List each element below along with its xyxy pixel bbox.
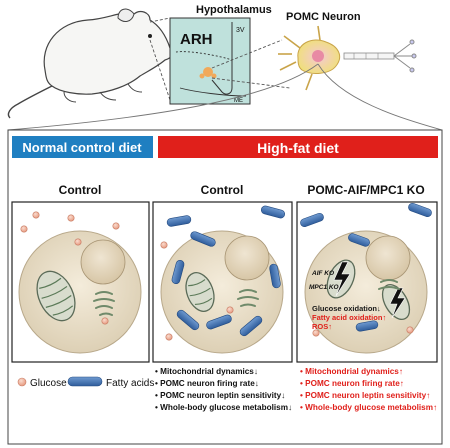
- glucose-legend-marker: [17, 377, 27, 387]
- col3-title: POMC-AIF/MPC1 KO: [307, 183, 424, 197]
- projection-lines-mouse: [149, 17, 171, 101]
- svg-text:• POMC neuron firing rate↓: • POMC neuron firing rate↓: [155, 379, 259, 388]
- fatty-acid-legend-label: Fatty acids: [106, 378, 154, 389]
- effect-text: ROS: [312, 322, 328, 331]
- cell-panel-hfd-ko: [296, 201, 438, 363]
- list-item: • Mitochondrial dynamics: [155, 367, 254, 376]
- list-arrow: ↓: [254, 367, 258, 376]
- svg-text:• Mitochondrial dynamics↓: • Mitochondrial dynamics↓: [155, 367, 258, 376]
- me-label: ME: [234, 98, 243, 104]
- col1-title: Control: [59, 183, 102, 197]
- list-item: • POMC neuron leptin sensitivity: [300, 391, 427, 400]
- aif-ko-label: AIF KO: [311, 270, 334, 277]
- mouse-illustration: [7, 8, 173, 119]
- control-outcome-list: • Mitochondrial dynamics↓ • POMC neuron …: [155, 367, 292, 412]
- ko-effects: Glucose oxidation↓ Fatty acid oxidation↑…: [312, 304, 386, 331]
- svg-text:• Whole-body glucose metabolis: • Whole-body glucose metabolism↑: [300, 403, 437, 412]
- normal-diet-label: Normal control diet: [22, 140, 142, 155]
- hfd-label: High-fat diet: [257, 140, 339, 156]
- list-item: • POMC neuron firing rate: [300, 379, 400, 388]
- normal-diet-banner: [12, 136, 153, 158]
- effect-arrow: ↑: [328, 322, 332, 331]
- arh-label: ARH: [180, 31, 213, 48]
- svg-text:• Whole-body glucose metabolis: • Whole-body glucose metabolism↓: [155, 403, 292, 412]
- list-arrow: ↑: [433, 403, 437, 412]
- effect-arrow: ↓: [377, 304, 381, 313]
- cell-panel-normal-control: [11, 201, 150, 363]
- list-arrow: ↓: [288, 403, 292, 412]
- list-item: • Mitochondrial dynamics: [300, 367, 399, 376]
- svg-text:• POMC neuron firing rate↑: • POMC neuron firing rate↑: [300, 379, 404, 388]
- effect-text: Fatty acid oxidation: [312, 313, 383, 322]
- svg-text:• POMC neuron leptin sensitivi: • POMC neuron leptin sensitivity↑: [300, 391, 430, 400]
- col2-title: Control: [201, 183, 244, 197]
- list-arrow: ↑: [426, 391, 430, 400]
- list-arrow: ↑: [400, 379, 404, 388]
- mpc1-ko-label: MPC1 KO: [309, 284, 339, 291]
- list-item: • POMC neuron leptin sensitivity: [155, 391, 282, 400]
- pomc-neuron: [278, 25, 417, 91]
- glucose-legend-label: Glucose: [30, 378, 67, 389]
- fatty-acid-legend-marker: [67, 376, 103, 387]
- list-arrow: ↑: [399, 367, 403, 376]
- list-arrow: ↓: [255, 379, 259, 388]
- hfd-banner: [158, 136, 438, 158]
- magnifier-lines: [7, 63, 443, 131]
- list-item: • POMC neuron firing rate: [155, 379, 255, 388]
- svg-text:• Mitochondrial dynamics↑: • Mitochondrial dynamics↑: [300, 367, 403, 376]
- svg-text:ROS↑: ROS↑: [312, 322, 332, 331]
- third-ventricle-label: 3V: [236, 27, 245, 34]
- neuron-label: POMC Neuron: [286, 11, 361, 23]
- hypothalamus-label: Hypothalamus: [196, 4, 272, 16]
- ko-outcome-list: • Mitochondrial dynamics↑ • POMC neuron …: [300, 367, 437, 412]
- hypothalamus-section: [169, 17, 251, 105]
- svg-text:Glucose oxidation↓: Glucose oxidation↓: [312, 304, 381, 313]
- list-arrow: ↓: [281, 391, 285, 400]
- effect-text: Glucose oxidation: [312, 304, 377, 313]
- svg-text:Fatty acid oxidation↑: Fatty acid oxidation↑: [312, 313, 386, 322]
- list-item: • Whole-body glucose metabolism: [155, 403, 288, 412]
- effect-arrow: ↑: [382, 313, 386, 322]
- list-item: • Whole-body glucose metabolism: [300, 403, 433, 412]
- svg-text:• POMC neuron leptin sensitivi: • POMC neuron leptin sensitivity↓: [155, 391, 285, 400]
- projection-lines-neuron: [211, 39, 291, 89]
- cell-panel-hfd-control: [152, 201, 293, 363]
- legend: Glucose Fatty acids: [17, 376, 154, 389]
